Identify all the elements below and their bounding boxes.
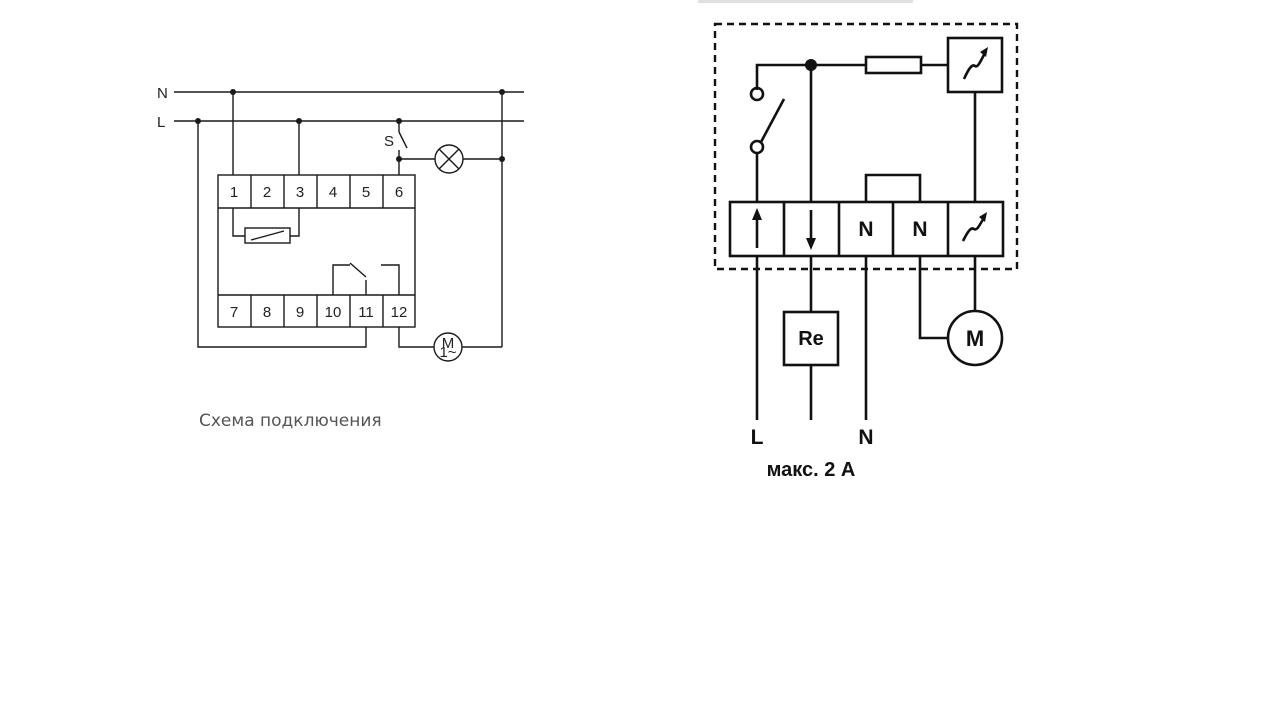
wire — [755, 63, 811, 90]
wire — [197, 121, 367, 348]
terminal-9-label: 9 — [296, 304, 304, 321]
contact-wire — [332, 264, 350, 295]
wiring-diagram-right: N N Re M L N макс. 2 А — [690, 0, 1040, 500]
motor-sub-label: 1~ — [439, 344, 456, 361]
sensor-arrow — [980, 47, 988, 57]
relay-label: Re — [798, 328, 824, 350]
arrow-down-head — [806, 238, 816, 250]
coil-wire — [290, 208, 300, 237]
terminal-11-label: 11 — [358, 304, 374, 321]
terminal-4-label: 4 — [329, 184, 337, 201]
sensor-terminal-arrow — [979, 212, 987, 222]
sensor-terminal-icon — [961, 215, 987, 242]
bridge-wire — [864, 173, 922, 202]
terminal-dividers — [250, 175, 384, 327]
motor-label: M — [442, 335, 455, 352]
relay-coil-diagonal — [250, 230, 285, 241]
terminal-7-label: 7 — [230, 304, 238, 321]
contact-wire — [381, 264, 400, 295]
relay-coil-icon — [244, 227, 291, 244]
phase-bus-label: L — [157, 114, 165, 131]
neutral-bus-label: N — [157, 85, 168, 102]
terminal-12-label: 12 — [391, 304, 408, 321]
wiring-diagram-right-svg: N N Re M L N макс. 2 А — [713, 22, 1019, 481]
terminal-n1-label: N — [858, 218, 873, 241]
phase-label: L — [751, 426, 764, 449]
terminal-3-label: 3 — [296, 184, 304, 201]
sensor-curve — [962, 50, 988, 80]
switch-icon — [398, 131, 408, 149]
coil-wire — [232, 208, 245, 237]
switch-contact — [749, 86, 765, 102]
terminal-5-label: 5 — [362, 184, 370, 201]
relay-contact-icon — [349, 262, 367, 278]
motor-label: M — [966, 326, 984, 351]
wire — [918, 256, 948, 340]
switch-label: S — [384, 133, 394, 150]
terminal-10-label: 10 — [325, 304, 342, 321]
arrow-up-head — [752, 208, 762, 220]
switch-icon — [759, 98, 786, 143]
relay-box — [782, 310, 840, 367]
neutral-label: N — [858, 426, 873, 449]
lamp-cross — [438, 148, 460, 170]
current-note: макс. 2 А — [767, 459, 856, 481]
terminal-6-label: 6 — [395, 184, 403, 201]
wiring-diagram-left: N L S — [0, 0, 600, 460]
resistor-icon — [864, 55, 923, 75]
terminal-1-label: 1 — [230, 184, 238, 201]
switch-contact — [749, 139, 765, 155]
wire — [398, 327, 434, 348]
terminal-2-label: 2 — [263, 184, 271, 201]
diagram-caption: Схема подключения — [199, 411, 382, 431]
terminal-8-label: 8 — [263, 304, 271, 321]
top-divider — [698, 0, 913, 3]
wiring-diagram-left-svg: N L S — [157, 85, 524, 362]
terminal-n2-label: N — [912, 218, 927, 241]
motor-icon — [946, 309, 1004, 367]
